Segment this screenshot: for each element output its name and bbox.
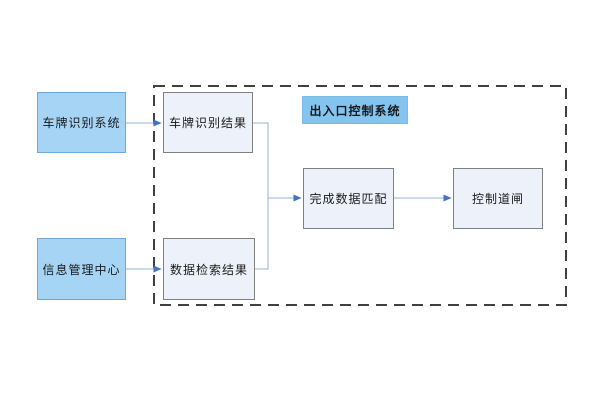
edge-retrieval-result-to-junction xyxy=(255,198,269,270)
node-barrier-control: 控制道闸 xyxy=(453,168,543,229)
control-system-boundary-label: 出入口控制系统 xyxy=(302,96,408,124)
node-plate-recognition-result: 车牌识别结果 xyxy=(163,92,253,153)
control-system-boundary xyxy=(153,85,567,306)
node-plate-recognition-system: 车牌识别系统 xyxy=(37,92,126,153)
node-data-matching: 完成数据匹配 xyxy=(303,168,394,229)
node-data-retrieval-result: 数据检索结果 xyxy=(163,238,255,300)
node-info-management-center: 信息管理中心 xyxy=(37,238,126,300)
edge-plate-result-to-junction xyxy=(253,122,269,198)
